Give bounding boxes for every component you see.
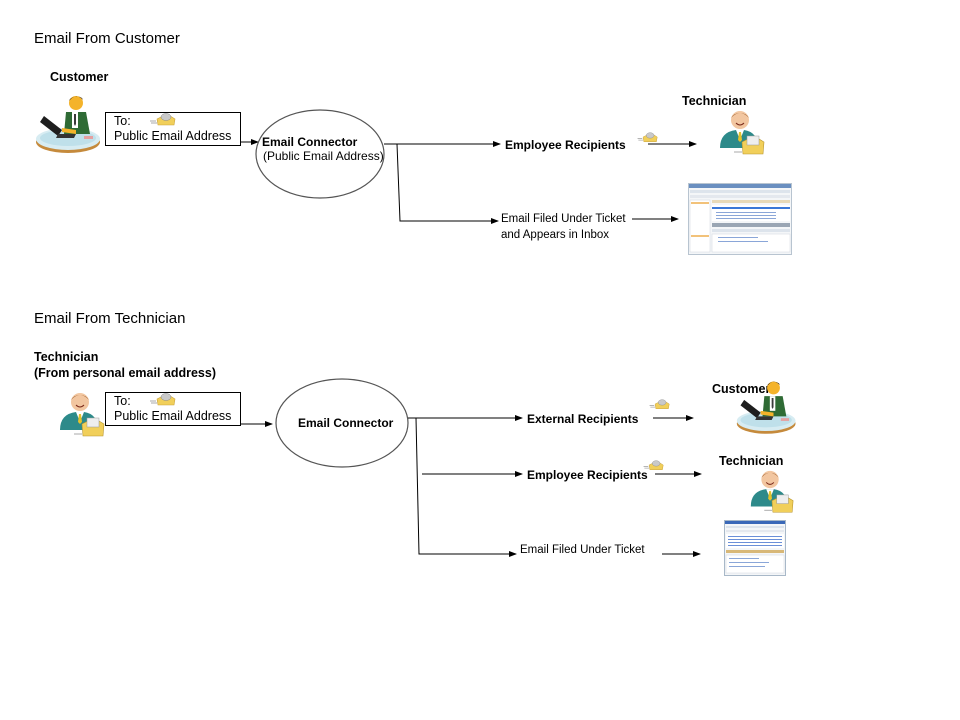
email-envelope-icon	[636, 130, 658, 144]
to-label: To:	[114, 394, 131, 408]
target-label-customer: Customer	[712, 382, 771, 396]
branch-label-filed-line1: Email Filed Under Ticket	[501, 213, 626, 225]
application-window-screenshot-icon	[724, 520, 786, 576]
connector-title-2: Email Connector	[298, 416, 394, 430]
section-title-email-from-technician: Email From Technician	[34, 310, 186, 327]
branch-label-employee-recipients-2: Employee Recipients	[527, 468, 648, 482]
branch-label-filed-line2: and Appears in Inbox	[501, 229, 610, 241]
branch-label-external-recipients: External Recipients	[527, 412, 639, 426]
recipient-address-box-2: To: Public Email Address	[105, 392, 241, 426]
email-envelope-icon	[148, 111, 176, 127]
email-envelope-icon	[642, 458, 664, 472]
sender-label-customer: Customer	[50, 70, 109, 84]
arrow-box-to-connector-1	[239, 127, 259, 145]
branch-filed-1	[396, 143, 499, 224]
branch-label-filed-under-ticket-2: Email Filed Under Ticket	[520, 544, 645, 556]
section-title-email-from-customer: Email From Customer	[34, 30, 180, 47]
branch-filed-2	[415, 417, 517, 557]
public-email-address-label: Public Email Address	[114, 409, 232, 423]
email-envelope-icon	[648, 397, 670, 411]
connector-ellipse-1	[255, 109, 385, 199]
recipient-address-box-1: To: Public Email Address	[105, 112, 241, 146]
public-email-address-label: Public Email Address	[114, 129, 232, 143]
application-window-screenshot-icon	[688, 183, 792, 255]
customer-at-laptop-icon	[730, 376, 806, 442]
connector-title-1: Email Connector	[262, 135, 358, 149]
connector-ellipse-2	[275, 378, 409, 468]
sender-sublabel-personal-email: (From personal email address)	[34, 366, 217, 380]
technician-with-email-icon	[746, 468, 796, 518]
customer-at-laptop-icon	[32, 90, 108, 162]
branch-label-employee-recipients-1: Employee Recipients	[505, 138, 626, 152]
target-label-technician-2: Technician	[719, 454, 784, 468]
to-label: To:	[114, 114, 131, 128]
connector-subtitle-1: (Public Email Address)	[263, 149, 384, 163]
technician-with-email-icon	[716, 108, 766, 160]
email-envelope-icon	[148, 391, 176, 407]
arrow-box-to-connector-2	[239, 412, 273, 427]
target-label-technician-1: Technician	[682, 94, 747, 108]
sender-label-technician: Technician	[34, 350, 99, 364]
technician-with-email-icon	[56, 390, 106, 442]
